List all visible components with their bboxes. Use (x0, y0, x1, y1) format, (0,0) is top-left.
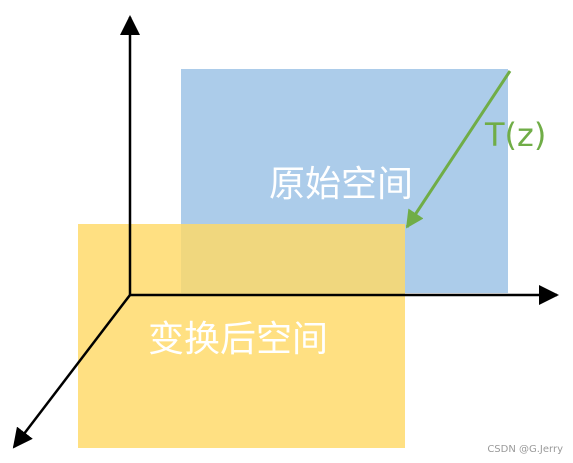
original-space-label: 原始空间 (269, 164, 413, 205)
watermark: CSDN @G.Jerry (487, 444, 563, 455)
z-axis (12, 294, 131, 449)
transformed-space-region (78, 224, 405, 448)
transform-label: T(z) (484, 116, 546, 154)
transform-arrow (405, 70, 512, 229)
transformed-space-label: 变换后空间 (148, 319, 328, 360)
